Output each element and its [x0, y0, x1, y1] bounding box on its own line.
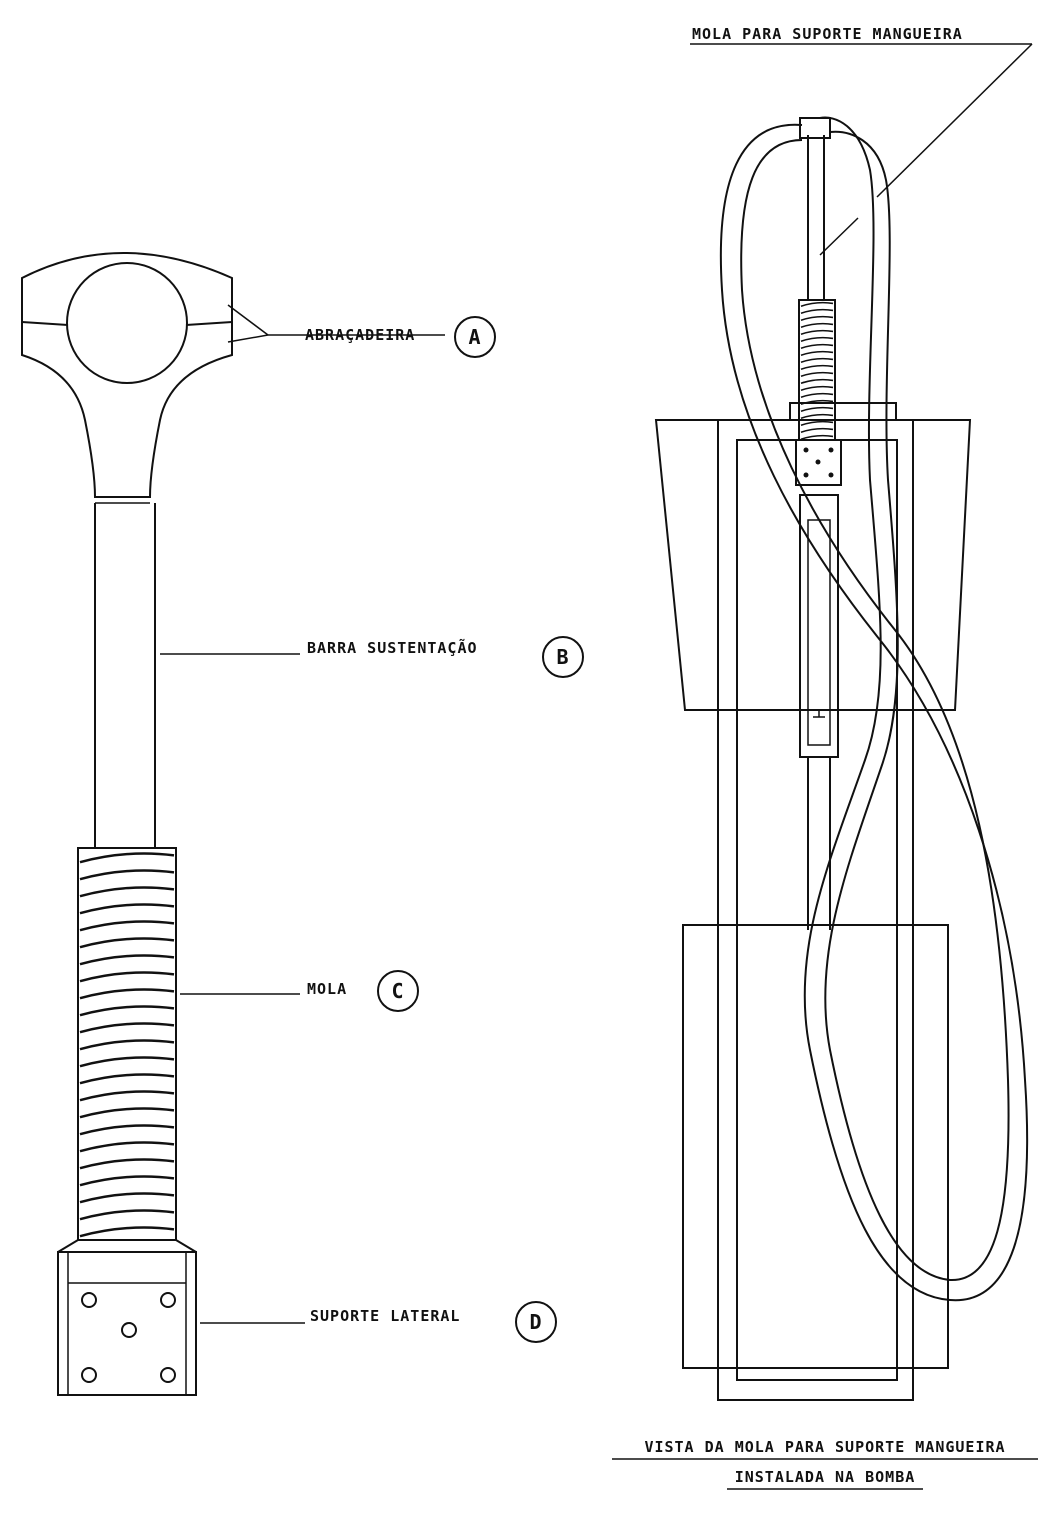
- spring-coil: [79, 1073, 175, 1085]
- marker-d-circle: [515, 1301, 557, 1343]
- spring-coil: [800, 371, 834, 377]
- marker-d: D: [529, 1310, 542, 1334]
- spring-coil: [800, 364, 834, 370]
- spring-coil: [800, 336, 834, 342]
- spring-coil: [79, 886, 175, 898]
- spring-coil: [79, 1192, 175, 1204]
- spring-coil: [800, 329, 834, 335]
- spring-coil: [800, 378, 834, 384]
- spring-coil: [79, 869, 175, 881]
- support-bar-part: [94, 503, 156, 848]
- leader-lines: [160, 304, 445, 1324]
- spring-coil: [800, 301, 834, 307]
- spring-coil: [800, 420, 834, 426]
- label-support-bar: BARRA SUSTENTAÇÃO: [307, 638, 478, 657]
- spring-coil: [800, 399, 834, 405]
- label-hose-spring: MOLA PARA SUPORTE MANGUEIRA: [692, 25, 963, 43]
- spring-coil: [79, 1175, 175, 1187]
- spring-coil: [79, 903, 175, 915]
- spring-coil: [800, 385, 834, 391]
- spring-coil: [800, 343, 834, 349]
- label-side-support: SUPORTE LATERAL: [310, 1307, 460, 1325]
- view-caption: VISTA DA MOLA PARA SUPORTE MANGUEIRA INS…: [612, 1438, 1038, 1490]
- support-assembly-drawing: ABRAÇADEIRA A BARRA SUSTENTAÇÃO B MOLA C…: [21, 252, 584, 1396]
- spring-coil: [800, 434, 834, 440]
- marker-a: A: [468, 325, 481, 349]
- caption-line-1: VISTA DA MOLA PARA SUPORTE MANGUEIRA: [644, 1438, 1005, 1456]
- spring-coil: [800, 357, 834, 363]
- spring-coil: [800, 322, 834, 328]
- spring-coil: [79, 954, 175, 966]
- spring-coil: [79, 852, 175, 864]
- spring-coil: [800, 315, 834, 321]
- marker-b-circle: [542, 636, 584, 678]
- spring-coil: [800, 350, 834, 356]
- spring-coil: [79, 920, 175, 932]
- pump-installation-view: MOLA PARA SUPORTE MANGUEIRA: [612, 25, 1038, 1490]
- spring-coil: [79, 1158, 175, 1170]
- spring-coil: [79, 1090, 175, 1102]
- nozzle-holder: [799, 494, 839, 930]
- caption-line-2: INSTALADA NA BOMBA: [735, 1468, 916, 1486]
- spring-coil: [79, 1226, 175, 1238]
- marker-a-circle: [454, 316, 496, 358]
- spring-coil: [79, 1005, 175, 1017]
- spring-coil: [800, 392, 834, 398]
- side-support-part: [57, 1239, 197, 1396]
- label-spring: MOLA: [307, 980, 347, 998]
- spring-coil: [79, 1209, 175, 1221]
- spring-coil: [79, 1022, 175, 1034]
- spring-coil: [79, 971, 175, 983]
- marker-b: B: [556, 645, 569, 669]
- spring-coil: [79, 1039, 175, 1051]
- marker-c-circle: [377, 970, 419, 1012]
- spring-part: [77, 847, 177, 1241]
- spring-coil: [79, 1141, 175, 1153]
- spring-coil: [79, 1107, 175, 1119]
- spring-coil: [800, 308, 834, 314]
- hose-spring-part: [795, 117, 842, 486]
- spring-coil: [800, 427, 834, 433]
- clamp-part: [21, 252, 233, 504]
- hose: [719, 116, 1029, 1302]
- fuel-pump-body: [654, 402, 972, 1401]
- spring-coil: [79, 1056, 175, 1068]
- label-clamp: ABRAÇADEIRA: [305, 326, 415, 344]
- spring-coil: [79, 1124, 175, 1136]
- marker-c: C: [391, 979, 404, 1003]
- spring-coil: [800, 413, 834, 419]
- spring-coil: [79, 937, 175, 949]
- spring-coil: [79, 988, 175, 1000]
- spring-coil: [800, 406, 834, 412]
